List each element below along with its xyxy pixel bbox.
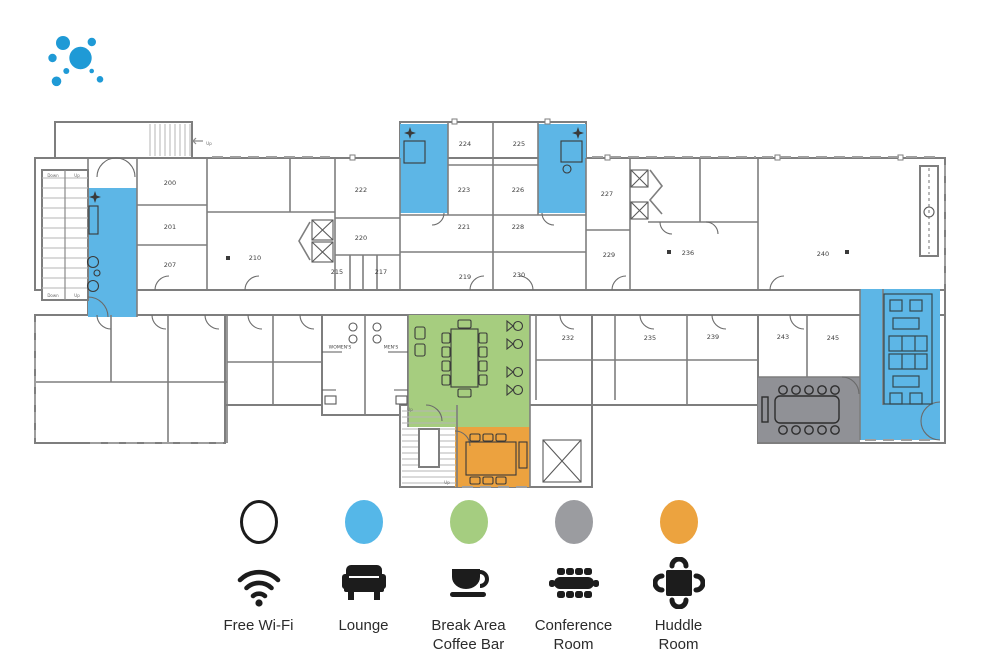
exterior-stair-top-left <box>149 124 203 156</box>
stair-label: Down <box>47 173 59 178</box>
logo-dot <box>63 68 70 74</box>
room-label-243: 243 <box>777 333 789 341</box>
roof-ladder-right <box>919 165 939 257</box>
dots-logo <box>48 36 104 87</box>
conference-room-zone <box>758 377 860 442</box>
room-label-230: 230 <box>513 271 525 279</box>
huddle-table-icon <box>652 557 705 609</box>
room-label-220: 220 <box>355 234 367 242</box>
conference-room-furniture <box>761 385 840 435</box>
stair-label: Up <box>206 141 212 146</box>
room-label-226: 226 <box>512 186 524 194</box>
room-label-236: 236 <box>682 249 694 257</box>
legend-circle-wifi <box>239 500 278 544</box>
room-label-207: 207 <box>164 261 176 269</box>
room-label-221: 221 <box>458 223 470 231</box>
sofa-icon <box>341 565 386 600</box>
lounge-right-furniture <box>883 293 933 405</box>
legend-item-lounge: Lounge <box>311 500 416 654</box>
room-label-223: 223 <box>458 186 470 194</box>
room-label-210: 210 <box>249 254 261 262</box>
room-label-222: 222 <box>355 186 367 194</box>
stair-label: Up <box>74 173 80 178</box>
legend-circle-huddle <box>659 500 698 544</box>
logo-dot <box>56 36 70 50</box>
legend-circle-conference <box>554 500 593 544</box>
lounge-zone-top-right <box>538 124 586 213</box>
logo-dot <box>87 37 97 47</box>
restroom-fixtures <box>322 322 408 405</box>
room-label-239: 239 <box>707 333 719 341</box>
stair-label: Up <box>407 407 413 412</box>
lounge-zone-right <box>860 289 940 440</box>
mens-restroom-label: MEN'S <box>384 345 399 351</box>
stair-label: Down <box>47 293 59 298</box>
conference-table-icon <box>548 568 599 598</box>
room-label-224: 224 <box>459 140 471 148</box>
stairwell-center <box>402 410 456 484</box>
legend-circle-lounge <box>344 500 383 544</box>
room-label-240: 240 <box>817 250 829 258</box>
floor-plan: 200 201 207 210 215 217 219 220 221 222 223 224 225 2… <box>34 118 946 488</box>
stair-label: Up <box>444 480 450 485</box>
womens-restroom-label: WOMEN'S <box>329 345 352 351</box>
room-label-225: 225 <box>513 140 525 148</box>
door-arcs <box>87 157 941 447</box>
lounge-left-furniture <box>86 191 101 293</box>
break-area-furniture <box>414 319 524 398</box>
tv-icon <box>89 191 101 203</box>
huddle-room-furniture <box>465 433 528 485</box>
room-label-217: 217 <box>375 268 387 276</box>
room-label-215: 215 <box>331 268 343 276</box>
legend-circle-break <box>449 500 488 544</box>
lounge-zone-top-left <box>400 124 448 213</box>
room-label-229: 229 <box>603 251 615 259</box>
coffee-icon <box>449 569 489 597</box>
room-label-227: 227 <box>601 190 613 198</box>
logo-dot <box>48 53 57 63</box>
stairwell-left <box>41 169 89 301</box>
legend-item-free-wifi: Free Wi-Fi <box>206 500 311 654</box>
room-label-200: 200 <box>164 179 176 187</box>
legend-label: Lounge <box>338 617 389 634</box>
legend-label: Free Wi-Fi <box>223 617 294 634</box>
room-labels: 200 201 207 210 215 217 219 220 221 222 223 224 225 2… <box>164 140 839 342</box>
logo-dot <box>89 68 94 74</box>
lounge-zone-left <box>88 188 137 317</box>
break-area-zone <box>408 315 530 427</box>
tv-icon <box>572 127 584 139</box>
room-label-232: 232 <box>562 334 574 342</box>
room-label-228: 228 <box>512 223 524 231</box>
logo-dot <box>96 76 104 83</box>
room-label-201: 201 <box>164 223 176 231</box>
elevators <box>311 169 649 483</box>
stair-label: Up <box>74 293 80 298</box>
room-label-245: 245 <box>827 334 839 342</box>
logo-dot <box>51 76 62 87</box>
windows <box>34 156 946 488</box>
logo-dot <box>69 46 92 70</box>
room-label-219: 219 <box>459 273 471 281</box>
lounge-top-furniture <box>403 127 584 174</box>
wifi-icon <box>237 569 280 607</box>
tv-icon <box>404 127 416 139</box>
room-label-235: 235 <box>644 334 656 342</box>
